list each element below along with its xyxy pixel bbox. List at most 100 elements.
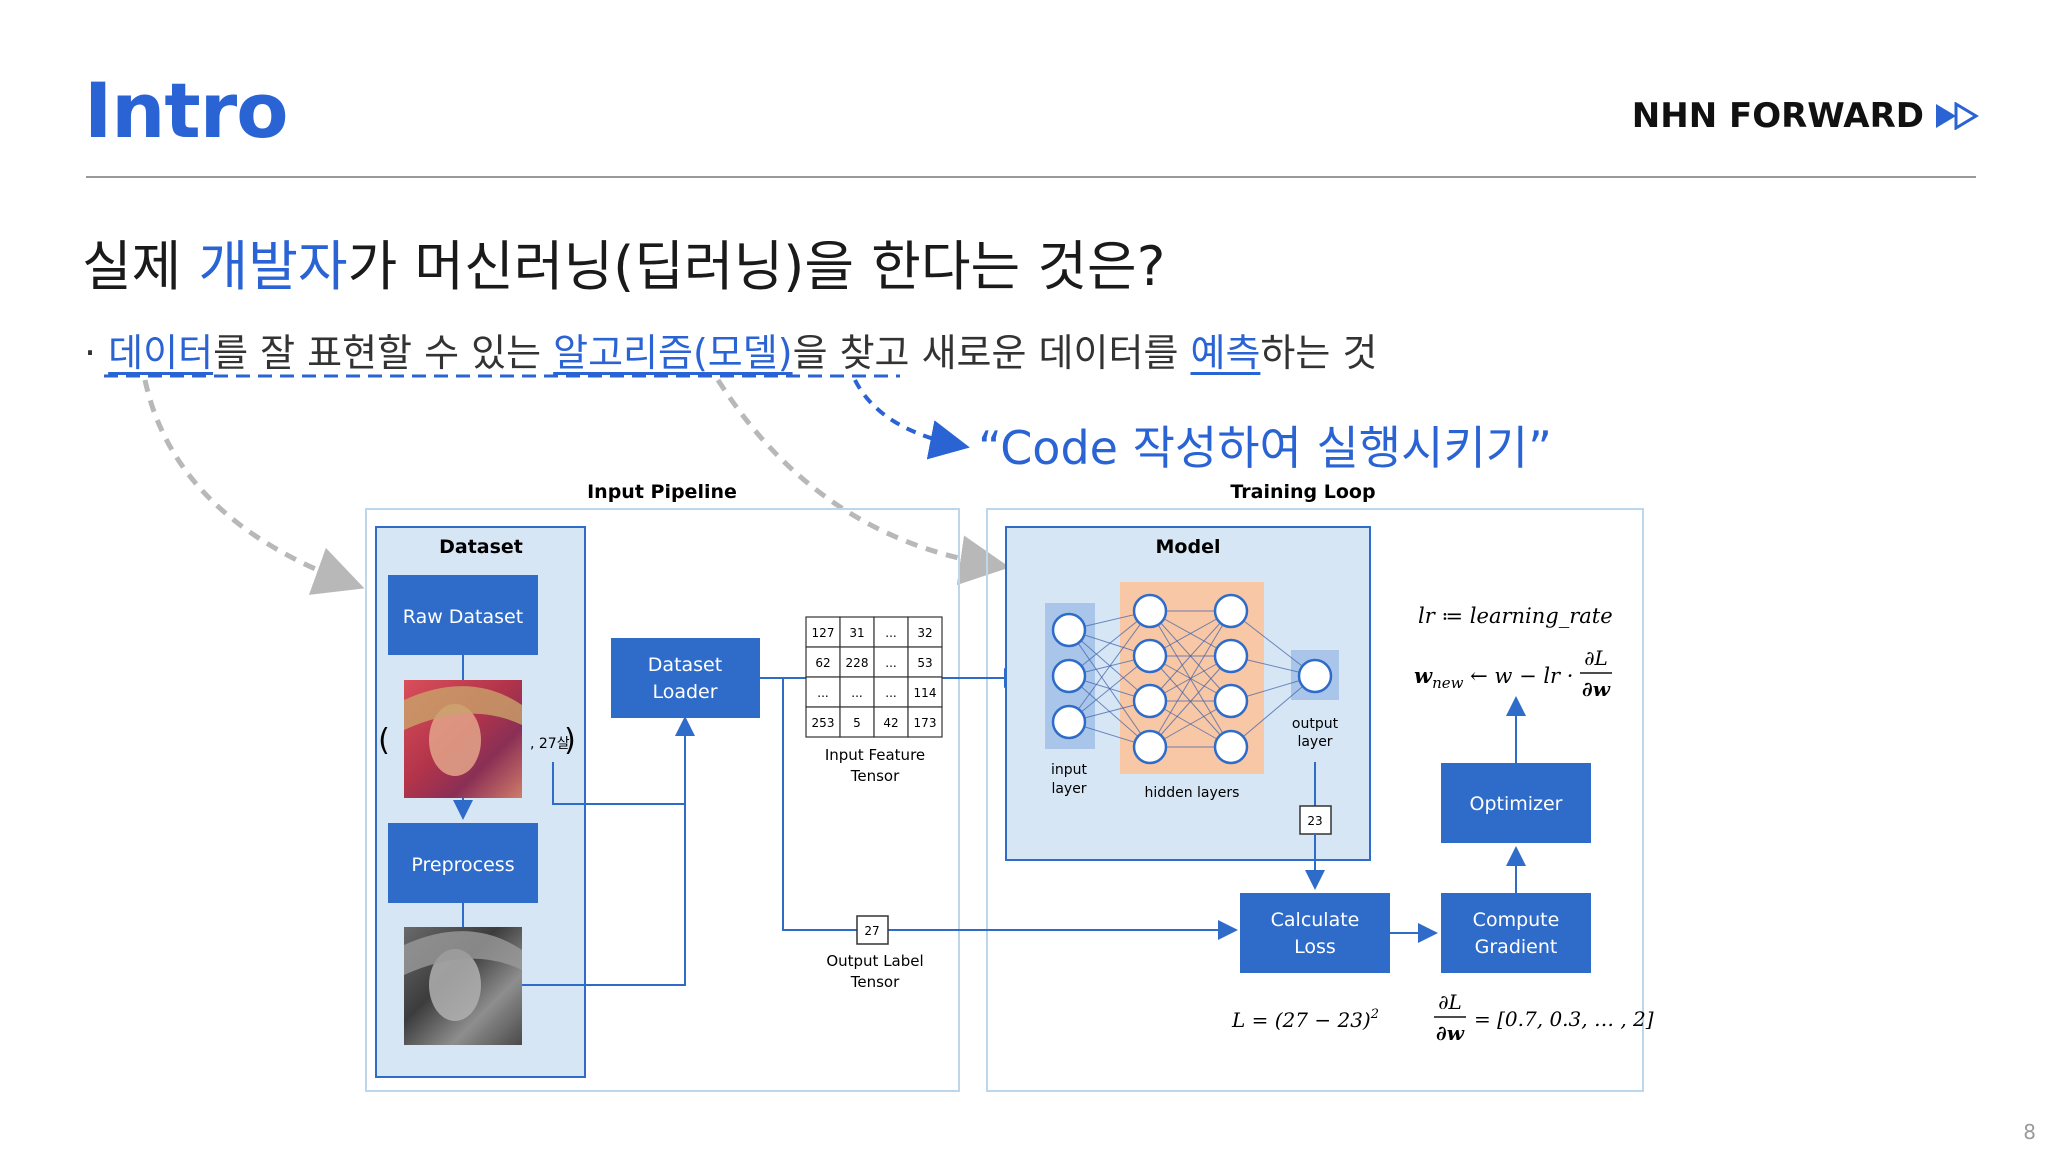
nn-neuron: [1132, 638, 1168, 674]
output-label-value: 27: [864, 924, 879, 938]
output-label-text-2: Tensor: [850, 973, 900, 991]
color-image-hat: [404, 686, 522, 730]
tensor-cell-value: 42: [883, 716, 898, 730]
loss-formula-exponent: 2: [1370, 1007, 1379, 1022]
close-paren: ): [564, 723, 576, 758]
nn-connection: [1068, 610, 1151, 723]
nn-neuron: [1051, 658, 1087, 694]
dataset-title: Dataset: [439, 536, 523, 558]
raw-dataset-label: Raw Dataset: [403, 606, 523, 628]
tensor-cell-value: ...: [851, 686, 862, 700]
optimizer-box: [1441, 763, 1591, 843]
tensor-cell-value: 5: [853, 716, 861, 730]
nn-neuron: [1297, 658, 1333, 694]
algorithm-word: 알고리즘(모델): [553, 331, 793, 375]
update-grad-numerator: ∂L: [1584, 646, 1608, 670]
tensor-cell: [805, 616, 841, 648]
code-quote: “Code 작성하여 실행시키기”: [978, 421, 1552, 475]
bullet-text-3: 하는 것: [1260, 331, 1378, 375]
prediction-cell: [1299, 805, 1332, 835]
gray-image-hat: [404, 931, 522, 975]
bullet-definition: · 데이터를 잘 표현할 수 있는 알고리즘(모델)을 찾고 새로운 데이터를 …: [84, 322, 1377, 377]
play-arrows-icon: [1936, 102, 1979, 130]
headline-highlight: 개발자: [198, 235, 348, 298]
loader-label-1: Dataset: [648, 654, 722, 676]
tensor-cell-value: ...: [817, 686, 828, 700]
headline-pre: 실제: [82, 235, 199, 298]
tensor-cell: [873, 646, 909, 678]
loader-to-loss-arrow: [782, 678, 1238, 940]
calculate-loss-box: [1240, 893, 1390, 973]
nn-connection: [1068, 610, 1151, 677]
update-subscript: new: [1432, 674, 1464, 692]
nn-neuron: [1213, 729, 1249, 765]
training-loop-panel: [986, 508, 1644, 1092]
tensor-cell-value: 62: [815, 656, 830, 670]
nn-neuron: [1132, 593, 1168, 629]
gray-to-loader-arrow: [522, 716, 695, 986]
input-layer-label-1: input: [1051, 762, 1088, 778]
tensor-cell-value: 173: [914, 716, 937, 730]
open-paren: (: [378, 723, 390, 758]
preprocess-label: Preprocess: [411, 854, 514, 876]
input-layer-label-2: layer: [1051, 781, 1086, 797]
calc-loss-label-1: Calculate: [1271, 909, 1360, 931]
loader-label-2: Loader: [652, 681, 717, 703]
nn-neuron: [1132, 683, 1168, 719]
optimizer-label: Optimizer: [1469, 793, 1562, 815]
nn-connection: [1149, 655, 1232, 748]
update-rule-lhs: wnew ← w − lr ·: [1414, 663, 1573, 692]
tensor-cell-value: 53: [917, 656, 932, 670]
tensor-cell-value: 32: [917, 626, 932, 640]
training-loop-title: Training Loop: [1230, 481, 1375, 503]
feature-tensor-label-2: Tensor: [850, 767, 900, 785]
brand-logo: NHN FORWARD: [1632, 96, 1982, 136]
prediction-value: 23: [1307, 814, 1322, 828]
tensor-cell: [907, 646, 943, 678]
brand-name: NHN FORWARD: [1631, 96, 1924, 136]
output-layer-label-1: output: [1292, 716, 1339, 732]
compute-grad-label-1: Compute: [1473, 909, 1560, 931]
preprocess-box: [388, 823, 538, 903]
tensor-cell-value: 253: [812, 716, 835, 730]
headline-post: 가 머신러닝(딥러닝)을 한다는 것은?: [347, 235, 1166, 298]
bullet-text-1: 를 잘 표현할 수 있는: [213, 331, 554, 375]
slide-headline: 실제 개발자가 머신러닝(딥러닝)을 한다는 것은?: [82, 222, 1165, 301]
label-to-loader-line: [552, 762, 685, 805]
page-number: 8: [2023, 1120, 2036, 1144]
learning-rate-definition: lr ≔ learning_rate: [1418, 604, 1613, 628]
nn-neuron: [1213, 683, 1249, 719]
compute-gradient-box: [1441, 893, 1591, 973]
nn-connection: [1230, 675, 1316, 748]
nn-neuron: [1132, 729, 1168, 765]
tensor-cell-value: ...: [885, 686, 896, 700]
compute-grad-label-2: Gradient: [1475, 936, 1558, 958]
feature-tensor-label-1: Input Feature: [825, 746, 925, 764]
tensor-cell: [839, 616, 875, 648]
nn-connection: [1068, 655, 1151, 723]
nn-neuron: [1213, 638, 1249, 674]
nn-neuron: [1051, 704, 1087, 740]
data-to-dataset-arrow: [142, 379, 365, 595]
update-w: w: [1414, 663, 1433, 688]
gradient-numerator: ∂L: [1438, 990, 1462, 1014]
neural-network: [1051, 593, 1333, 765]
tensor-cell: [873, 676, 909, 708]
tensor-cell-value: 127: [812, 626, 835, 640]
gradient-denominator: ∂w: [1436, 1021, 1465, 1045]
tensor-cell-value: 228: [846, 656, 869, 670]
output-layer-label-2: layer: [1297, 734, 1332, 750]
input-pipeline-panel: [365, 508, 960, 1092]
calc-loss-label-2: Loss: [1294, 936, 1336, 958]
data-word: 데이터: [108, 331, 214, 375]
color-image-face: [429, 704, 481, 776]
tensor-cell-value: ...: [885, 656, 896, 670]
update-middle: ← w − lr ·: [1463, 664, 1573, 688]
output-label-text-1: Output Label: [826, 952, 923, 970]
tensor-cell: [907, 706, 943, 738]
tensor-cell-value: 31: [849, 626, 864, 640]
nn-connection: [1230, 610, 1316, 677]
gray-image-face: [429, 949, 481, 1021]
nn-connection: [1149, 610, 1232, 748]
